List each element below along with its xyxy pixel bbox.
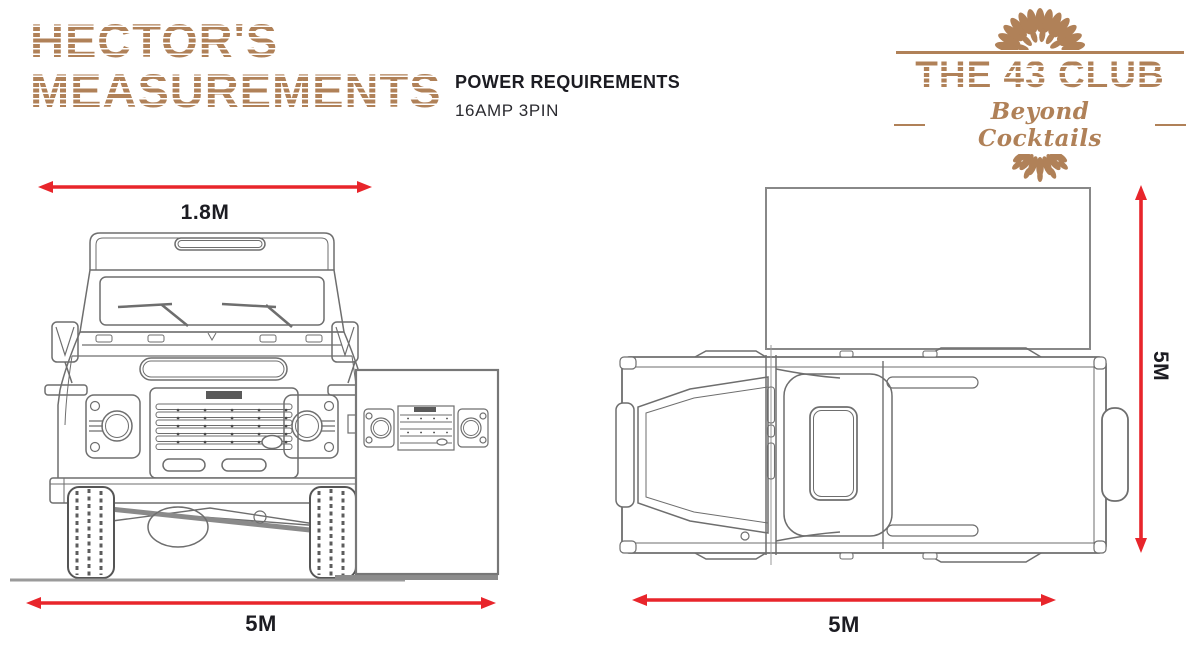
dimension-arrow-front-total-width bbox=[26, 597, 496, 609]
top-length-label: 5M bbox=[828, 612, 860, 637]
top-view-drawing bbox=[600, 175, 1160, 575]
power-requirements: POWER REQUIREMENTS 16AMP 3PIN bbox=[455, 72, 680, 121]
dimension-arrow-top-length bbox=[632, 594, 1056, 606]
top-height-label: 5M bbox=[1149, 351, 1172, 382]
front-width-label: 1.8M bbox=[180, 201, 230, 224]
front-view-drawing bbox=[10, 225, 510, 645]
page-title: HECTOR'S MEASUREMENTS bbox=[30, 16, 460, 116]
page-title-line1: HECTOR'S bbox=[30, 16, 460, 66]
leaf-fan-top-icon bbox=[994, 8, 1086, 50]
tagline-dash-right bbox=[1154, 123, 1186, 127]
logo-tagline: Beyond Cocktails bbox=[977, 97, 1103, 152]
page-title-line2: MEASUREMENTS bbox=[30, 65, 460, 116]
dimension-arrow-top-height bbox=[1135, 185, 1147, 553]
power-requirements-value: 16AMP 3PIN bbox=[455, 101, 559, 120]
brand-logo: THE 43 CLUB Beyond Cocktails bbox=[894, 6, 1186, 184]
power-requirements-heading: POWER REQUIREMENTS bbox=[455, 72, 681, 92]
front-total-width-label: 5M bbox=[245, 611, 277, 636]
dimension-arrow-front-width bbox=[38, 181, 372, 193]
logo-rule bbox=[896, 51, 1184, 54]
logo-name: THE 43 CLUB bbox=[894, 55, 1186, 95]
tagline-dash-left bbox=[894, 123, 926, 127]
leaf-fan-bottom-icon bbox=[1012, 153, 1068, 182]
